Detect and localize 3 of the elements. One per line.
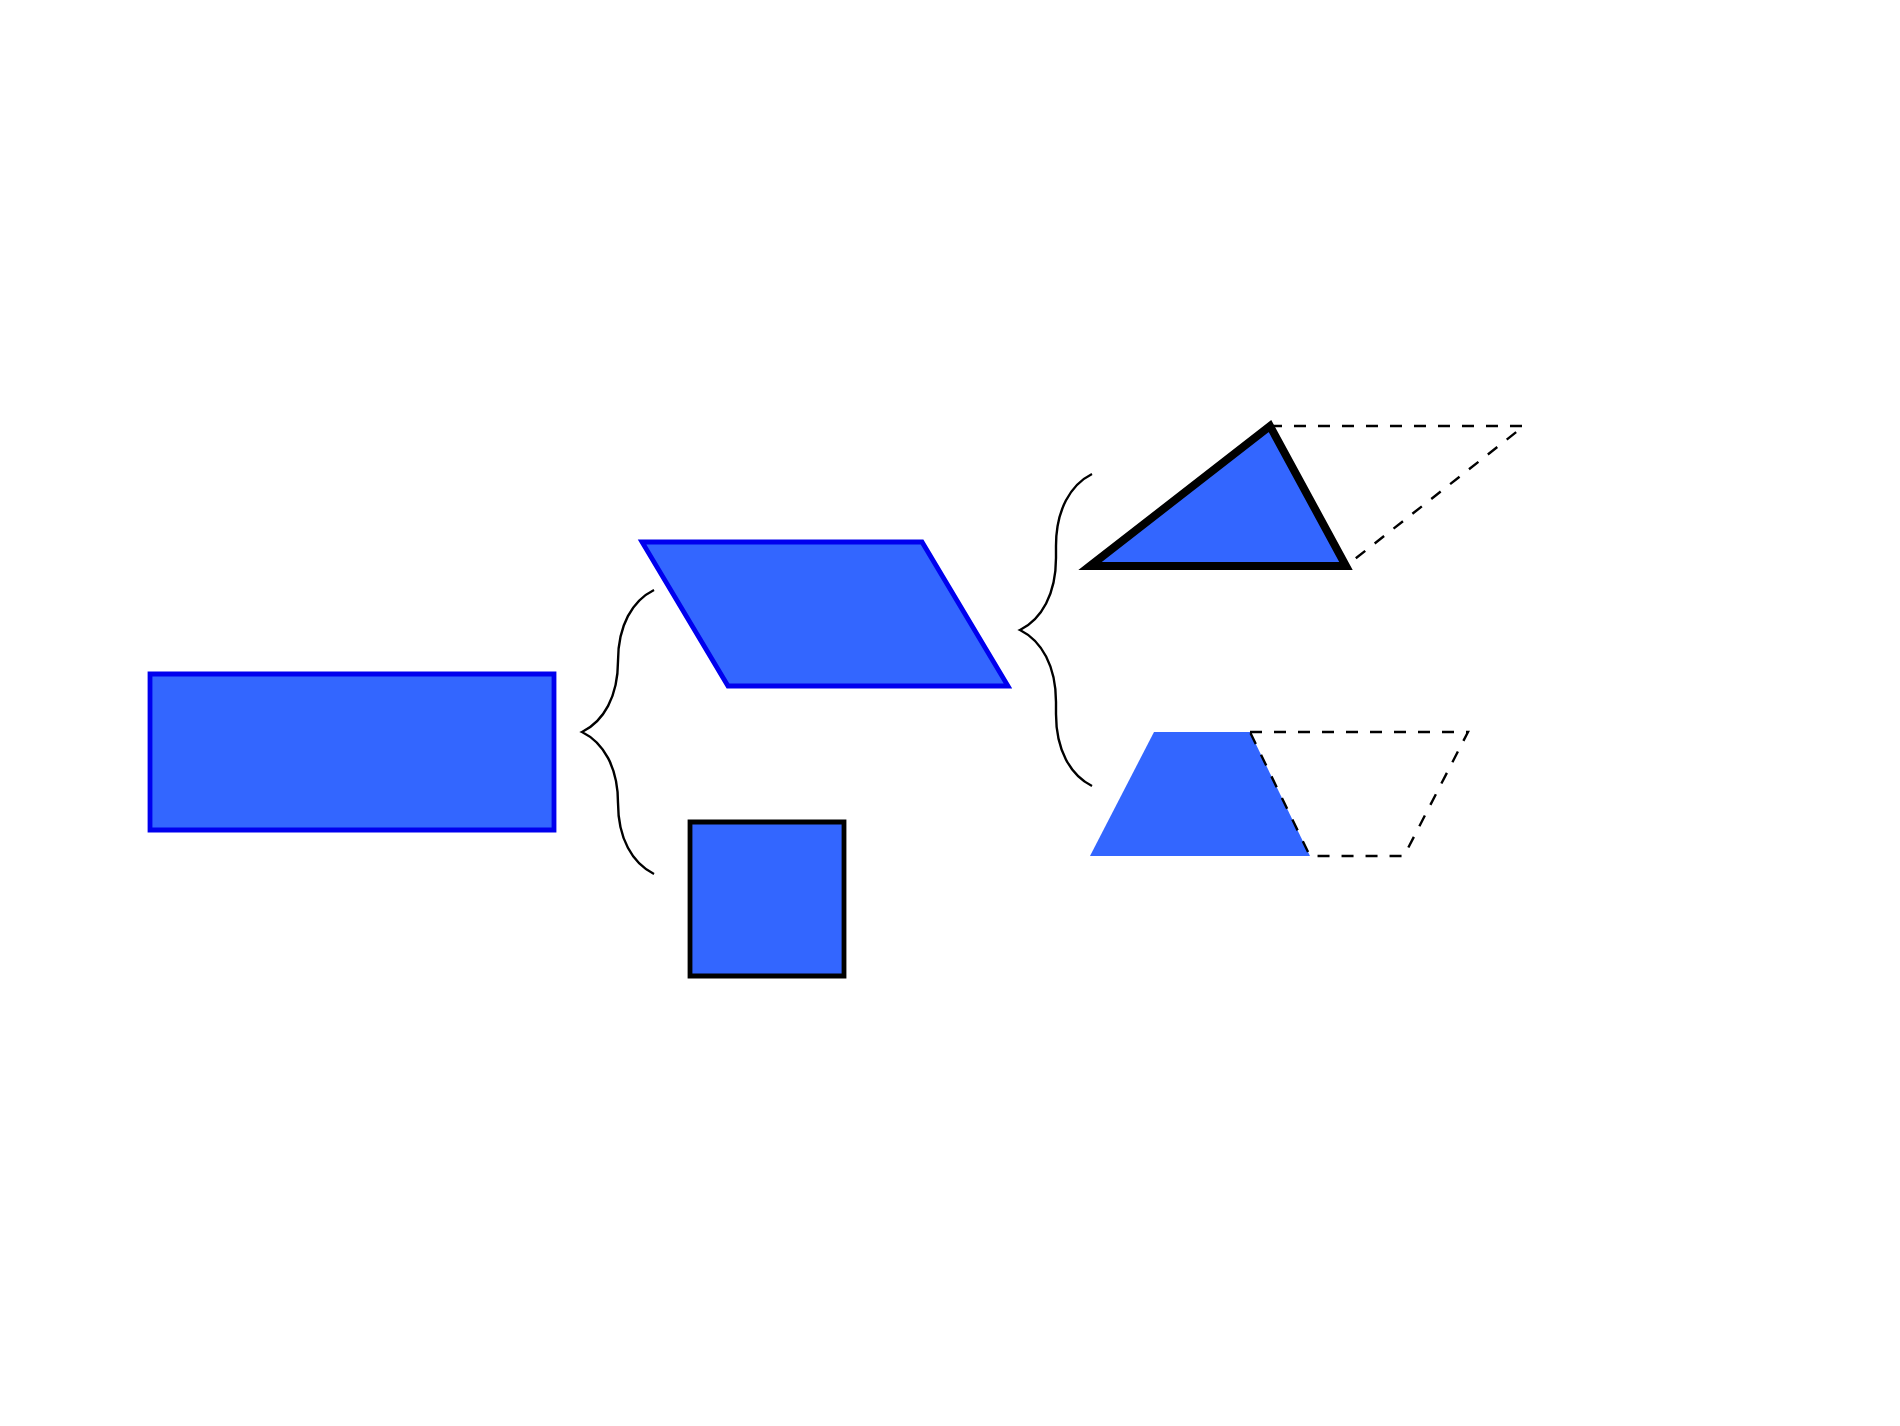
- square-shape: [687, 819, 847, 979]
- rectangle-shape: [147, 671, 557, 833]
- trapezoid-drawing: [1090, 730, 1470, 858]
